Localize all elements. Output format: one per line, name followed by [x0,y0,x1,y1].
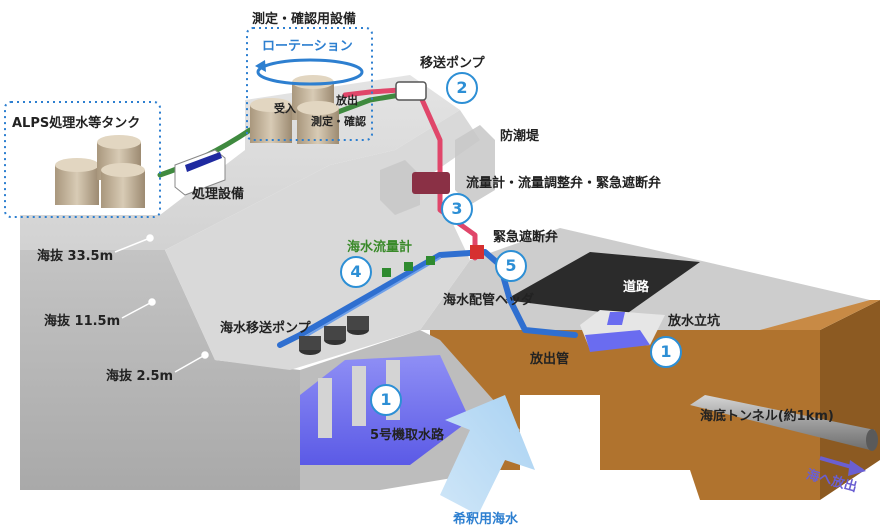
discharge-shaft-label: 放水立坑 [668,314,721,329]
marker-1-intake: 1 [370,384,402,416]
seawater-flowmeter-label: 海水流量計 [347,240,413,255]
to-sea-arrow [819,456,866,476]
marker-4: 4 [340,256,372,288]
lower-platform [420,228,870,330]
elevation-11-5-label: 海抜 11.5m [44,314,121,329]
seawall-label: 防潮堤 [500,129,540,144]
alps-tanks-label: ALPS処理水等タンク [12,116,141,131]
dilution-arrow [440,395,535,515]
tanks [55,75,339,208]
flow-control-unit [412,172,450,194]
discharge-shaft [580,310,665,352]
treatment-facility-label: 処理設備 [192,187,245,202]
alps-tank-box [4,101,161,218]
transfer-pump-body [395,81,427,101]
marker-5: 5 [495,250,527,282]
transfer-pump-label: 移送ポンプ [420,56,485,71]
elevation-markers [114,234,209,373]
header-pipe-label: 海水配管ヘッダ [443,293,535,308]
flow-valves-label: 流量計・流量調整弁・緊急遮断弁 [466,176,662,191]
measure-facility-box [246,27,373,141]
emergency-valve-body [470,245,484,259]
discharge-label: 放出 [336,94,358,107]
equipment [174,81,484,355]
elevation-2-5-label: 海抜 2.5m [106,369,174,384]
measure-confirm-label: 測定・確認 [311,115,366,128]
road-surface [505,252,700,315]
discharge-pipe-label: 放出管 [530,352,570,367]
marker-3: 3 [441,193,473,225]
road-label: 道路 [623,280,650,295]
rotation-label: ローテーション [262,39,353,54]
marker-2: 2 [446,72,478,104]
emergency-valve-label: 緊急遮断弁 [493,230,559,245]
elevation-33-5-label: 海抜 33.5m [37,249,114,264]
seawater-pump-label: 海水移送ポンプ [220,321,311,336]
intake-channel-label: 5号機取水路 [370,428,445,443]
sea-tunnel [690,395,878,451]
measure-facility-label: 測定・確認用設備 [252,12,357,27]
receive-label: 受入 [274,102,296,115]
dilution-water-label: 希釈用海水 [453,512,519,527]
rotation-arrow [255,58,364,86]
marker-1-shaft: 1 [650,336,682,368]
tunnel-label: 海底トンネル(約1km) [700,409,834,424]
